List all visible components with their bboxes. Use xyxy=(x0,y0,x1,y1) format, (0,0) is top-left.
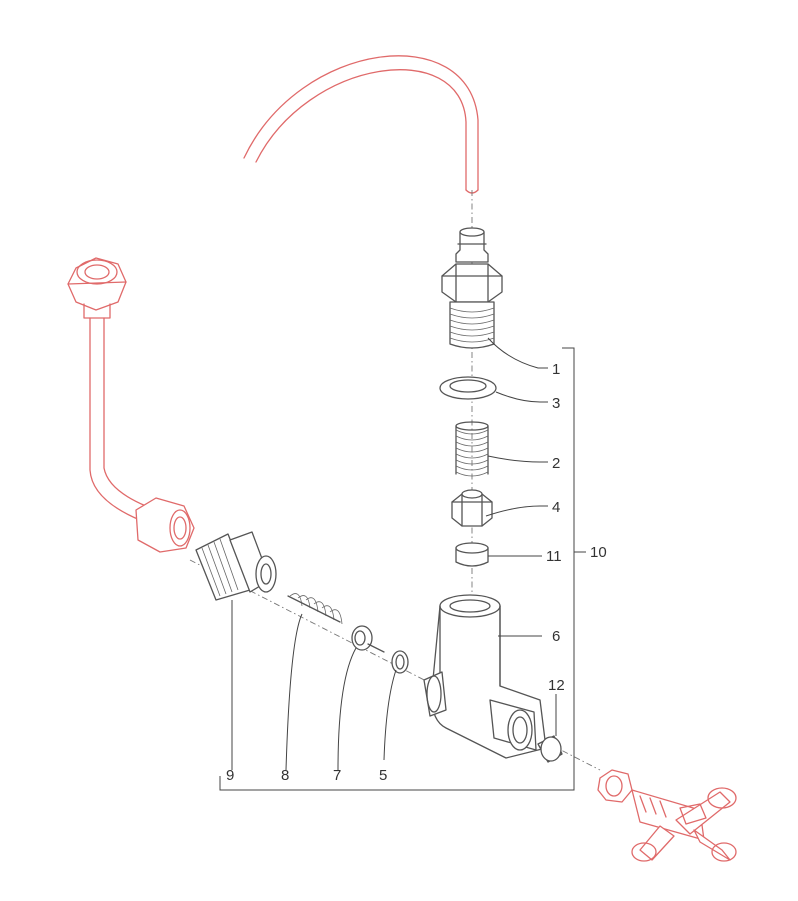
part-11-plug xyxy=(455,542,489,567)
part-2-spring xyxy=(455,421,489,477)
part-8-spring xyxy=(287,593,343,625)
callout-10: 10 xyxy=(590,544,607,561)
part-3-washer xyxy=(439,376,497,400)
part-1-hose-barb-fitting xyxy=(441,227,503,349)
leader-lines xyxy=(231,337,557,771)
hose-context xyxy=(243,55,479,194)
callout-11: 11 xyxy=(546,548,562,565)
callout-1: 1 xyxy=(552,361,560,378)
part-6-elbow-body xyxy=(423,594,547,759)
part-9-threaded-adapter xyxy=(195,531,277,601)
part-5-o-ring xyxy=(391,650,409,674)
callout-2: 2 xyxy=(552,455,560,472)
callout-8: 8 xyxy=(281,767,289,784)
callout-5: 5 xyxy=(379,767,387,784)
callout-7: 7 xyxy=(333,767,341,784)
pipe-with-flare-nut-context xyxy=(67,257,195,553)
callout-4: 4 xyxy=(552,499,560,516)
callout-3: 3 xyxy=(552,395,560,412)
cross-fitting-context xyxy=(597,769,737,862)
part-12-cap xyxy=(537,735,563,763)
callout-9: 9 xyxy=(226,767,234,784)
callout-labels: 1 3 2 4 11 10 6 12 9 8 7 5 xyxy=(226,361,607,784)
callout-6: 6 xyxy=(552,628,560,645)
part-7-valve-poppet xyxy=(351,625,385,653)
assembly-axes xyxy=(189,190,601,771)
assembly-bracket-10 xyxy=(219,347,586,791)
part-4-hex-nut xyxy=(451,489,493,527)
callout-12: 12 xyxy=(548,677,565,694)
